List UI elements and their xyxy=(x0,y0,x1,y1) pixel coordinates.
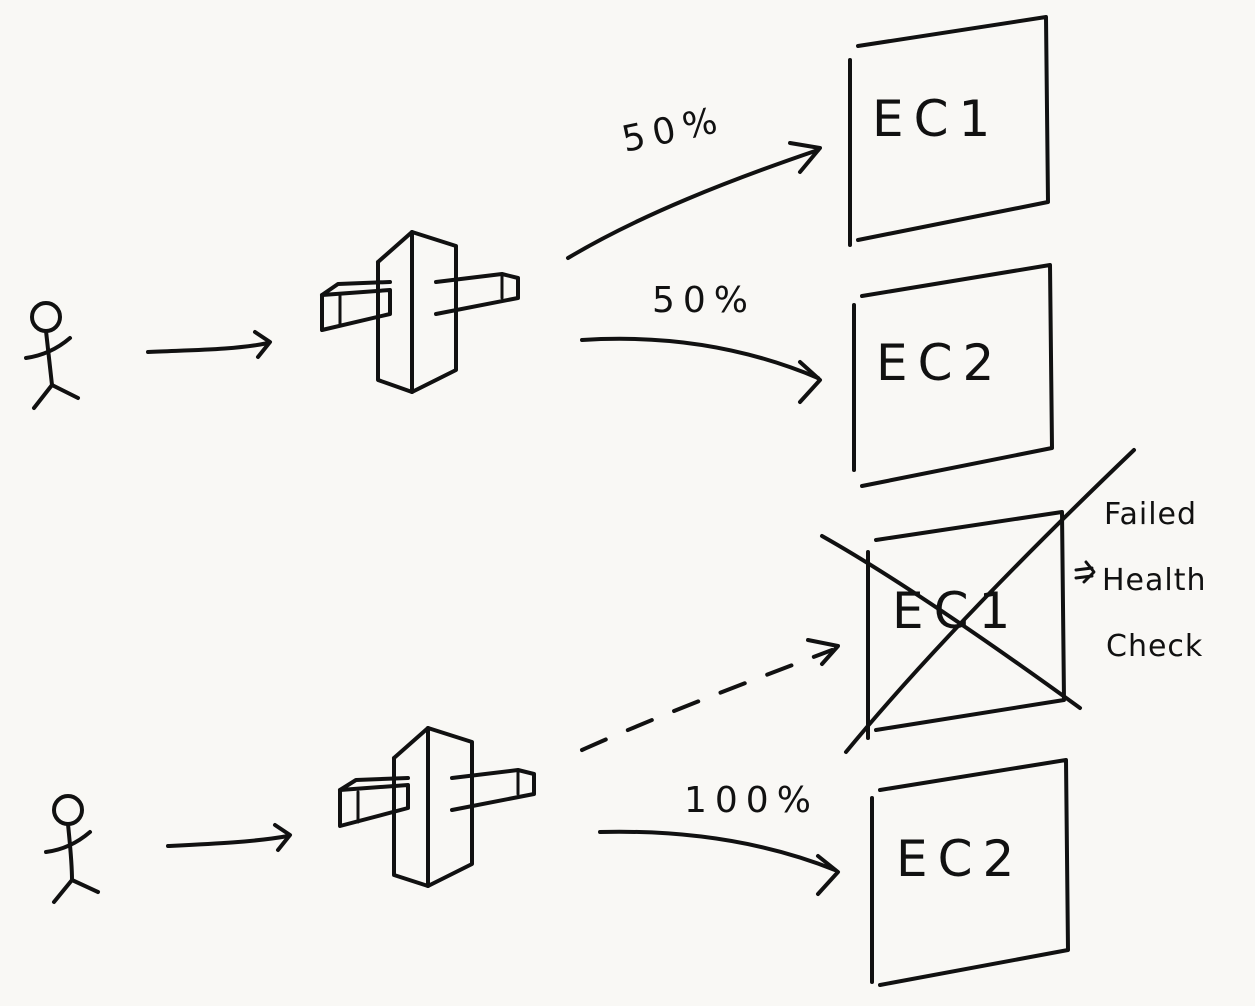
cross-mark-icon xyxy=(820,534,1082,710)
instance-label: EC1 xyxy=(872,90,1000,148)
user-icon xyxy=(44,794,100,904)
traffic-percentage-label: 50% xyxy=(618,99,728,161)
failed-ec2-instance-box: EC1 xyxy=(820,448,1136,754)
failure-note: Failed Health Check xyxy=(1074,497,1207,664)
arrow-to-ec2: 50% xyxy=(580,280,822,404)
load-balancer-icon xyxy=(338,726,536,888)
note-line: Health xyxy=(1102,563,1207,598)
implies-arrow-icon xyxy=(1074,560,1096,584)
traffic-percentage-label: 50% xyxy=(652,280,756,321)
note-line: Check xyxy=(1106,629,1203,664)
arrow-to-ec2: 100% xyxy=(598,780,840,896)
user-icon xyxy=(24,301,80,410)
arrow-to-ec1: 50% xyxy=(566,99,822,260)
ec2-instance-box: EC1 xyxy=(848,15,1050,247)
ec2-instance-box: EC2 xyxy=(870,758,1070,987)
scenario-1: 50% 50% EC1 EC2 xyxy=(24,15,1054,488)
arrow-user-to-load-balancer xyxy=(146,330,272,359)
arrow-user-to-load-balancer xyxy=(166,823,292,852)
load-balancer-icon xyxy=(320,230,520,394)
traffic-percentage-label: 100% xyxy=(684,780,819,821)
dashed-arrow-to-failed-ec1 xyxy=(580,638,840,752)
note-line: Failed xyxy=(1104,497,1197,532)
instance-label: EC2 xyxy=(896,830,1024,888)
cross-mark-icon xyxy=(844,448,1136,754)
ec2-instance-box: EC2 xyxy=(852,263,1054,488)
scenario-2: 100% EC1 EC2 Failed Health Check xyxy=(44,448,1207,987)
instance-label: EC2 xyxy=(876,334,1004,392)
